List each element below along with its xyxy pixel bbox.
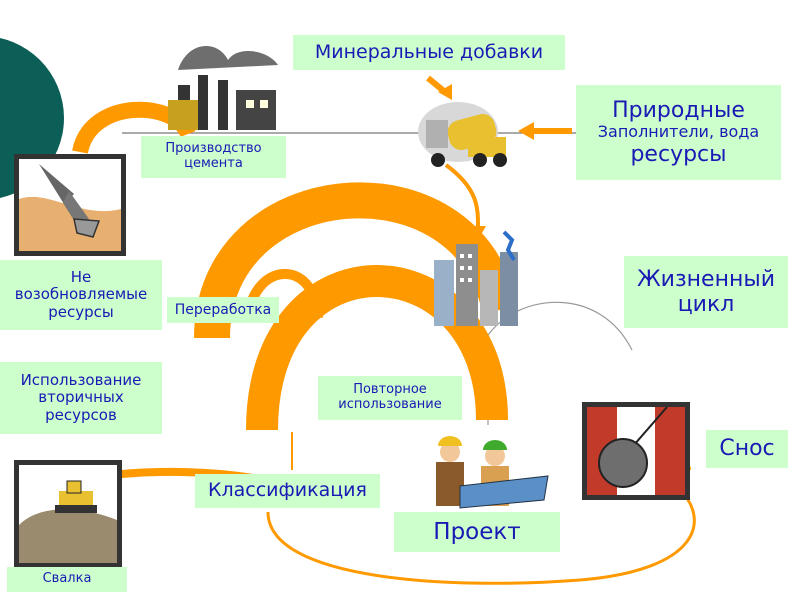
reuse-line2: использование bbox=[338, 397, 442, 412]
city-buildings-icon bbox=[434, 230, 518, 326]
wrecking-ball-icon bbox=[582, 402, 690, 500]
secondary-use-label: Использование вторичных ресурсов bbox=[0, 362, 162, 434]
secondary-use-line1: Использование bbox=[20, 371, 142, 390]
nonrenewable-label: Не возобновляемые ресурсы bbox=[0, 260, 162, 330]
secondary-use-line2: вторичных bbox=[38, 388, 124, 407]
mixer-to-city-arrow bbox=[444, 163, 481, 233]
natural-resources-subtitle: Заполнители, вода bbox=[597, 122, 760, 142]
bottom-loop bbox=[266, 488, 696, 585]
life-cycle-line1: Жизненный bbox=[636, 266, 776, 292]
nonrenewable-line1: Не bbox=[70, 268, 92, 287]
natural-resources-title-2: ресурсы bbox=[630, 141, 727, 167]
reuse-arc bbox=[246, 265, 508, 431]
nonrenewable-line3: ресурсы bbox=[48, 302, 114, 321]
cement-production-line2: цемента bbox=[184, 156, 243, 171]
landfill-label: Свалка bbox=[7, 567, 127, 592]
engineers-icon bbox=[436, 436, 549, 509]
cement-mixer-truck-icon bbox=[418, 102, 507, 167]
secondary-use-line3: ресурсов bbox=[45, 405, 117, 424]
classification-label: Классификация bbox=[195, 474, 380, 508]
mineral-additives-label: Минеральные добавки bbox=[293, 35, 565, 70]
processing-label: Переработка bbox=[167, 297, 279, 323]
project-label: Проект bbox=[394, 512, 560, 552]
cement-production-line1: Производство bbox=[165, 141, 262, 157]
factory-icon bbox=[168, 46, 278, 130]
reuse-label: Повторное использование bbox=[318, 376, 462, 420]
arrowhead bbox=[518, 122, 534, 140]
excavator-icon bbox=[14, 154, 126, 256]
reuse-line1: Повторное bbox=[353, 382, 427, 398]
life-cycle-label: Жизненный цикл bbox=[624, 256, 788, 328]
bulldozer-landfill-icon bbox=[14, 460, 122, 568]
natural-resources-title: Природные bbox=[612, 98, 745, 123]
demolition-label: Снос bbox=[706, 430, 788, 468]
arrowhead bbox=[438, 84, 452, 100]
nonrenewable-line2: возобновляемые bbox=[14, 285, 148, 304]
natural-resources-label: Природные Заполнители, вода ресурсы bbox=[576, 85, 781, 180]
arrowhead bbox=[470, 226, 486, 240]
life-cycle-line2: цикл bbox=[677, 292, 735, 317]
cement-production-label: Производство цемента bbox=[141, 136, 286, 178]
